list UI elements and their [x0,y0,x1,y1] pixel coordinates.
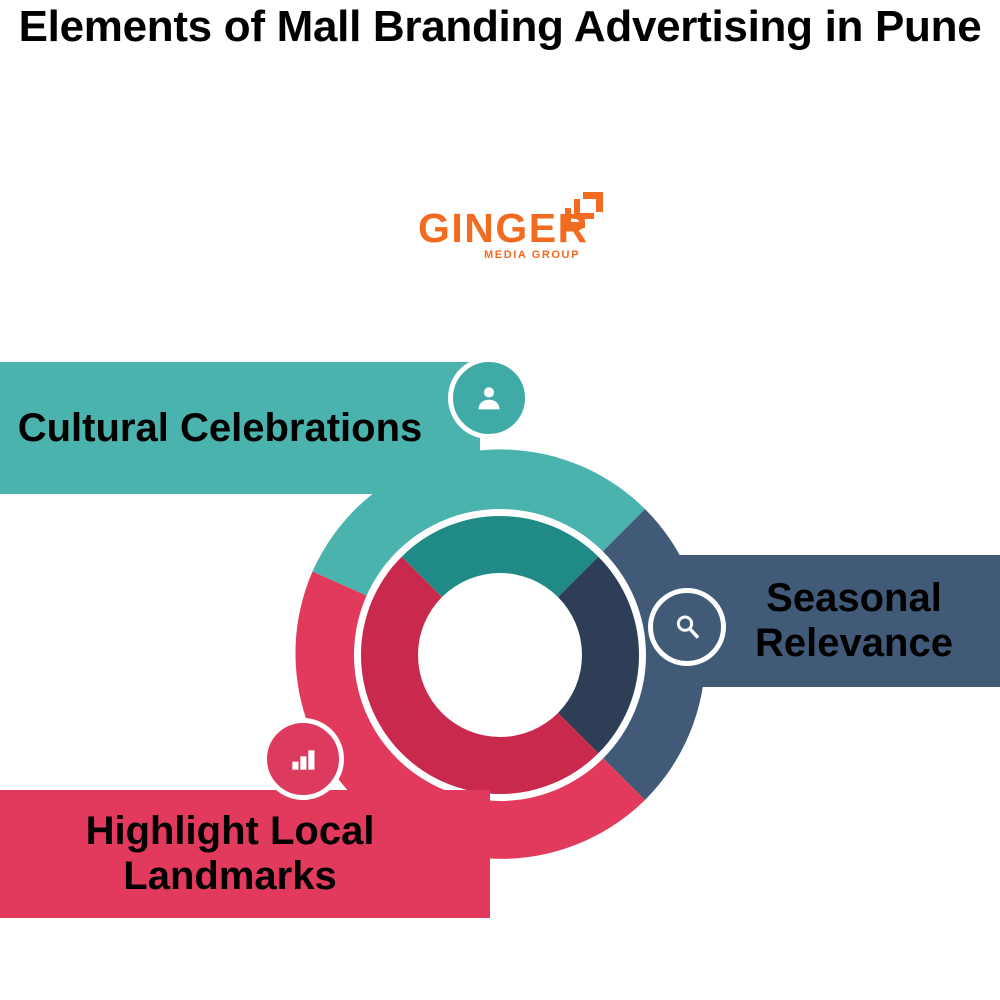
search-icon-badge[interactable] [648,588,726,666]
logo-subtext: MEDIA GROUP [484,249,581,261]
bar-chart-icon [292,750,315,770]
bar-chart-icon-badge[interactable] [262,718,344,800]
item-highlight-local-landmarks[interactable]: Highlight Local Landmarks [0,790,490,918]
donut-center-hole [418,573,582,737]
donut-inner-ring [360,515,640,795]
item-label-cultural-celebrations: Cultural Celebrations [17,405,423,450]
person-icon-badge[interactable] [448,357,530,439]
page-title: Elements of Mall Branding Advertising in… [18,2,982,51]
donut-chart [295,449,706,859]
person-icon [478,387,500,410]
logo-wordmark: GINGER [418,205,589,251]
ginger-logo-mark-icon [565,192,603,228]
brand-logo: GINGER MEDIA GROUP [418,190,603,275]
item-label-seasonal-relevance: Seasonal Relevance [755,576,953,665]
search-icon [676,615,699,639]
item-cultural-celebrations[interactable]: Cultural Celebrations [0,362,480,494]
item-label-highlight-local-landmarks: Highlight Local Landmarks [85,809,375,898]
